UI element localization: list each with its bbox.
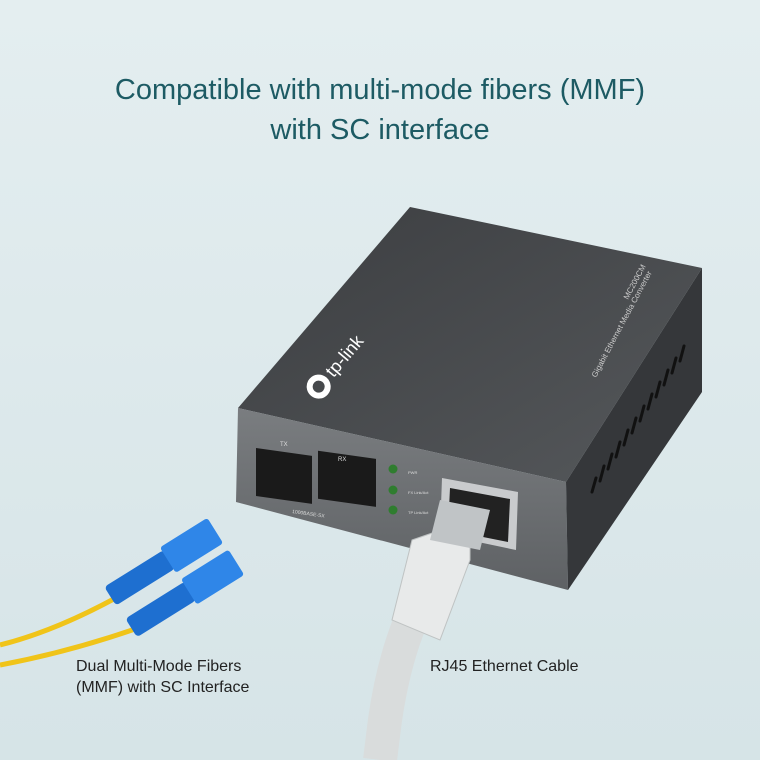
sc-port-rx <box>318 450 376 507</box>
media-converter: TX RX 1000BASE-SX PWR FX Link/Act TP Lin… <box>236 207 702 590</box>
led-tp-label: TP Link/Act <box>408 510 429 515</box>
rj45-label: RJ45 Ethernet Cable <box>430 658 579 675</box>
headline: Compatible with multi-mode fibers (MMF) … <box>0 70 760 150</box>
sc-connector-2 <box>126 550 244 636</box>
fiber-standard-label: 1000BASE-SX <box>292 509 326 520</box>
led-fx-label: FX Link/Act <box>408 490 429 495</box>
led-pwr <box>388 464 398 474</box>
port-rx-label: RX <box>338 457 346 463</box>
device-top <box>238 207 702 482</box>
port-tx-label: TX <box>280 442 288 448</box>
vent-slots <box>590 344 686 494</box>
sc-port-tx <box>256 447 312 504</box>
fiber-label: Dual Multi-Mode Fibers (MMF) with SC Int… <box>76 656 249 698</box>
headline-line-1: Compatible with multi-mode fibers (MMF) <box>114 74 646 106</box>
sc-connector-1 <box>105 518 223 605</box>
led-tp <box>388 505 398 515</box>
fiber-label-line-1: Dual Multi-Mode Fibers <box>76 658 242 675</box>
led-fx <box>388 485 398 495</box>
fiber-label-line-2: (MMF) with SC Interface <box>76 679 250 696</box>
headline-line-2: with SC interface <box>270 114 490 146</box>
led-pwr-label: PWR <box>408 470 417 475</box>
ethernet-cable <box>363 500 490 760</box>
fiber-cables <box>0 518 244 668</box>
